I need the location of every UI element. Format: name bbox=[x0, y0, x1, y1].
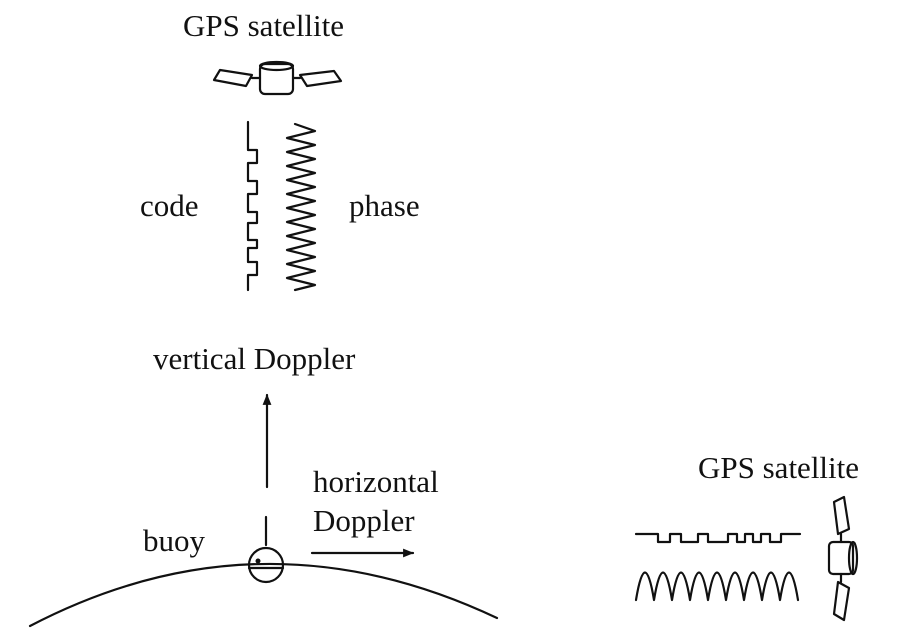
phase-label: phase bbox=[349, 188, 420, 223]
buoy-label: buoy bbox=[143, 523, 205, 558]
phase-signal-wave bbox=[285, 122, 317, 292]
right-satellite-label: GPS satellite bbox=[698, 450, 860, 485]
satellite-icon bbox=[827, 495, 859, 622]
top-satellite-label: GPS satellite bbox=[183, 8, 345, 43]
code-signal-wave bbox=[246, 120, 259, 292]
earth-surface-arc bbox=[28, 562, 499, 628]
right-code-signal-wave bbox=[634, 532, 802, 544]
right-phase-signal-wave bbox=[634, 571, 800, 602]
buoy-icon bbox=[247, 515, 285, 584]
horizontal-doppler-label-line2: Doppler bbox=[313, 503, 415, 538]
horizontal-doppler-label-line1: horizontal bbox=[313, 464, 439, 499]
satellite-icon bbox=[212, 60, 343, 96]
code-label: code bbox=[140, 188, 199, 223]
vertical-doppler-label: vertical Doppler bbox=[153, 341, 356, 376]
